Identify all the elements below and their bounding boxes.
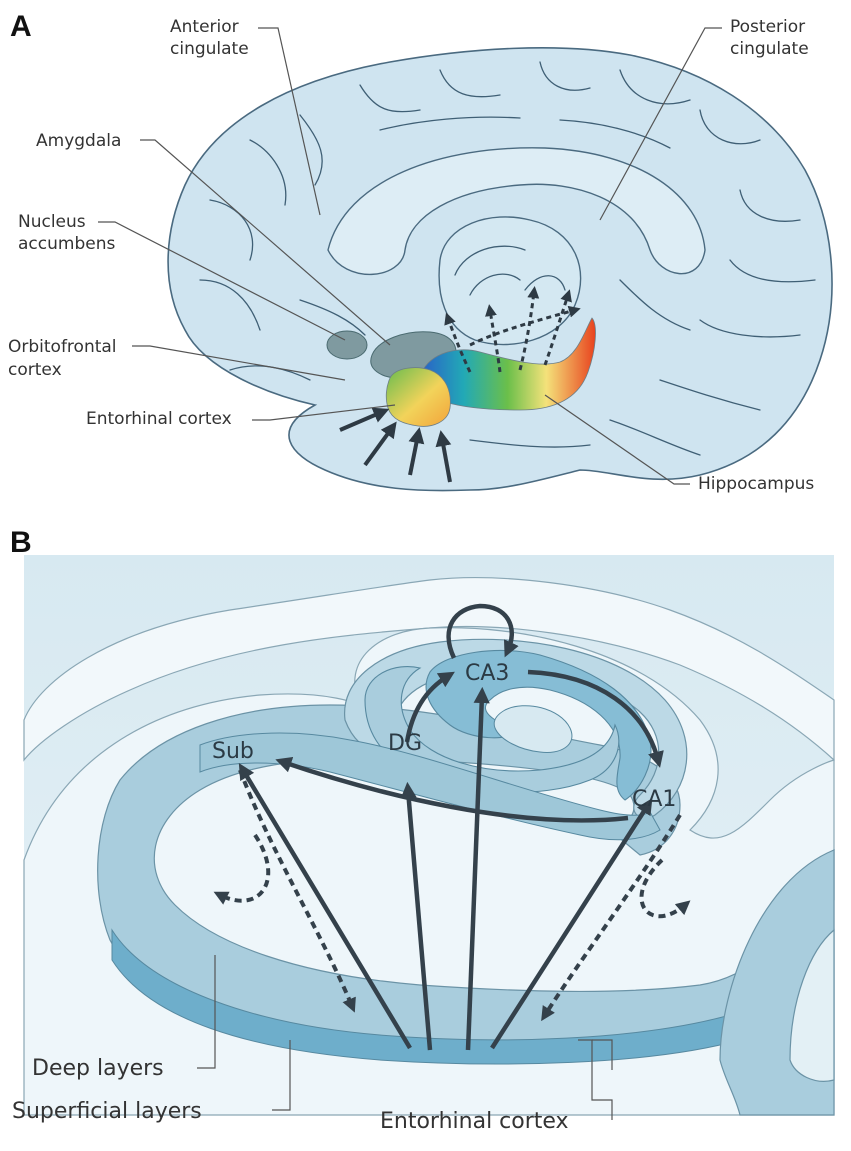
label-orbitofrontal-line2: cortex bbox=[8, 360, 62, 380]
leader-lines bbox=[98, 27, 722, 485]
circuit-arrows bbox=[213, 603, 691, 1051]
panel-a: A bbox=[8, 10, 833, 494]
label-nucleus-accumbens-line2: accumbens bbox=[18, 234, 115, 254]
panel-b-letter: B bbox=[10, 526, 32, 559]
label-posterior-cingulate-line1: Posterior bbox=[730, 17, 805, 37]
label-entorhinal-cortex-b: Entorhinal cortex bbox=[380, 1109, 569, 1134]
panel-b: B bbox=[10, 526, 835, 1134]
label-anterior-cingulate-line1: Anterior bbox=[170, 17, 239, 37]
output-arrows bbox=[444, 286, 581, 373]
gyri bbox=[199, 61, 816, 456]
leader-lines-b bbox=[197, 955, 613, 1120]
input-arrows bbox=[339, 407, 452, 483]
label-dg: DG bbox=[388, 731, 422, 756]
label-hippocampus: Hippocampus bbox=[698, 474, 814, 494]
label-posterior-cingulate-line2: cingulate bbox=[730, 39, 809, 59]
dg-granule bbox=[493, 705, 573, 754]
label-amygdala: Amygdala bbox=[36, 131, 121, 151]
right-curl-inner bbox=[789, 928, 835, 1082]
label-deep-layers: Deep layers bbox=[32, 1056, 164, 1081]
panel-a-letter: A bbox=[10, 10, 32, 43]
hippocampus-shape bbox=[419, 317, 596, 411]
thalamus-detail bbox=[454, 245, 566, 296]
label-anterior-cingulate-line2: cingulate bbox=[170, 39, 249, 59]
label-ca1: CA1 bbox=[632, 787, 676, 812]
entorhinal-cortex-shape bbox=[385, 367, 451, 427]
label-superficial-layers: Superficial layers bbox=[12, 1099, 202, 1124]
corpus-callosum bbox=[327, 147, 706, 276]
label-nucleus-accumbens-line1: Nucleus bbox=[18, 212, 86, 232]
label-ca3: CA3 bbox=[465, 661, 509, 686]
nucleus-accumbens-shape bbox=[326, 330, 368, 360]
subiculum-band bbox=[199, 732, 661, 841]
label-sub: Sub bbox=[212, 739, 254, 764]
thalamus-region bbox=[438, 216, 582, 346]
label-entorhinal-cortex-a: Entorhinal cortex bbox=[86, 409, 232, 429]
label-orbitofrontal-line1: Orbitofrontal bbox=[8, 337, 117, 357]
